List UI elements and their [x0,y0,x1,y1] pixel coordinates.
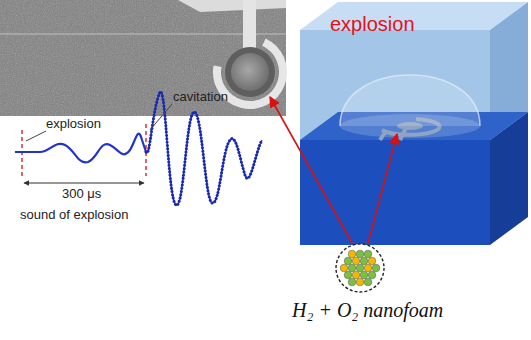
micrograph [0,0,286,116]
pointer-arrows [270,97,397,243]
waveform-plot [15,92,262,205]
nanofoam-particle [336,244,384,292]
material-label: H₂ + O₂ nanofoam [292,299,443,322]
event-label: cavitation [173,90,228,105]
duration-label: 300 μs [62,187,101,202]
chip-caption: explosion [330,13,415,36]
chip-block [300,2,528,245]
event-label: explosion [46,117,101,132]
plot-caption: sound of explosion [20,208,128,223]
